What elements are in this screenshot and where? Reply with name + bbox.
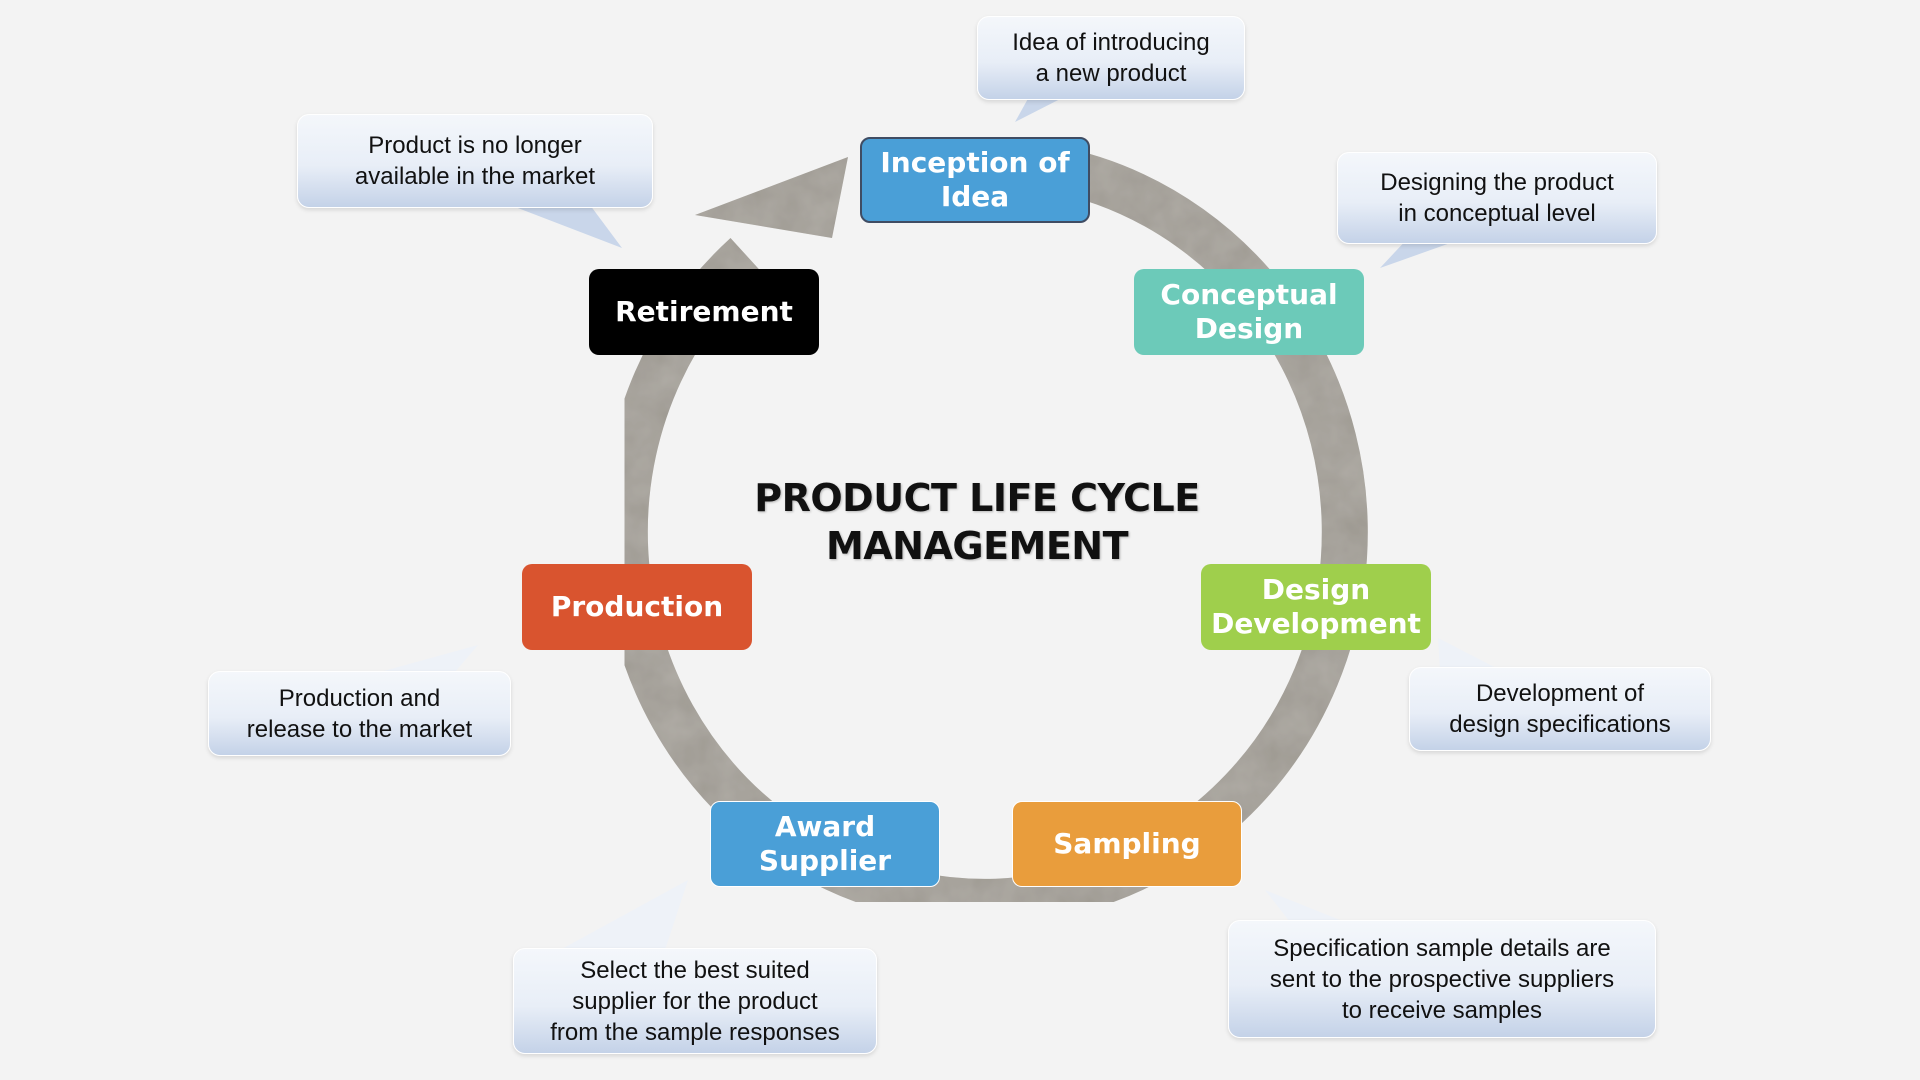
stage-conceptual-design: Conceptual Design bbox=[1134, 269, 1364, 355]
stage-inception: Inception of Idea bbox=[860, 137, 1090, 223]
stage-sampling: Sampling bbox=[1012, 801, 1242, 887]
callout-tails bbox=[380, 95, 1500, 950]
diagram-title: PRODUCT LIFE CYCLE MANAGEMENT bbox=[754, 476, 1200, 568]
stage-retirement: Retirement bbox=[589, 269, 819, 355]
callout-design-development: Development of design specifications bbox=[1409, 667, 1711, 751]
stage-design-development: Design Development bbox=[1201, 564, 1431, 650]
callout-tail-award-supplier bbox=[560, 880, 688, 950]
callout-sampling: Specification sample details are sent to… bbox=[1228, 920, 1656, 1038]
stage-award-supplier: Award Supplier bbox=[710, 801, 940, 887]
callout-tail-conceptual bbox=[1380, 236, 1470, 268]
stage-production: Production bbox=[522, 564, 752, 650]
callout-retirement: Product is no longer available in the ma… bbox=[297, 114, 653, 208]
callout-tail-inception bbox=[1015, 95, 1068, 122]
callout-tail-retirement bbox=[510, 205, 622, 248]
callout-tail-sampling bbox=[1265, 890, 1345, 922]
callout-award-supplier: Select the best suited supplier for the … bbox=[513, 948, 877, 1054]
callout-conceptual-design: Designing the product in conceptual leve… bbox=[1337, 152, 1657, 244]
callout-tail-design-development bbox=[1438, 638, 1500, 670]
callout-tail-production bbox=[380, 645, 478, 672]
callout-inception: Idea of introducing a new product bbox=[977, 16, 1245, 100]
callout-production: Production and release to the market bbox=[208, 671, 511, 756]
